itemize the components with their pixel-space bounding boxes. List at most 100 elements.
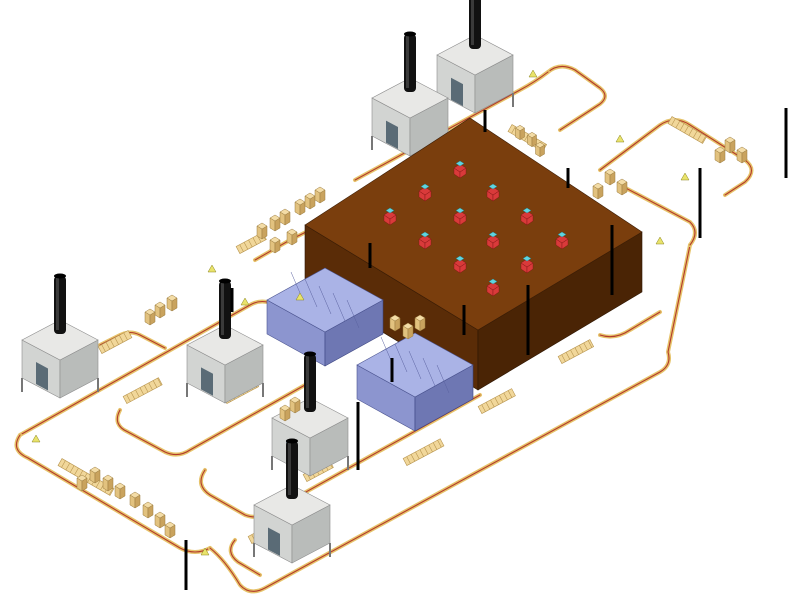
crate-icon-top-face: [269, 236, 281, 244]
curing-oven-2-panel-seam: [422, 357, 436, 387]
rooftop-unit-body-top-face: [383, 210, 397, 220]
part-rack-rung: [583, 342, 588, 351]
rooftop-unit-body-top-face: [520, 210, 534, 220]
crate-icon: [114, 482, 126, 500]
rooftop-unit-body-top-face: [486, 234, 500, 244]
caution-sign-icon: [615, 134, 625, 143]
rooftop-unit-body: [383, 210, 397, 226]
spray-booth-back-layer: [371, 0, 514, 157]
crate-icon: [724, 136, 736, 154]
part-rack-rung: [692, 130, 698, 139]
rooftop-unit-cap: [488, 231, 498, 238]
part-rack-rung: [679, 123, 685, 131]
spray-booth-3-door: [36, 362, 48, 391]
crate-icon-top-face: [142, 501, 154, 509]
crate-icon-top-face: [166, 294, 178, 302]
exhaust-stack-icon: [219, 278, 231, 339]
exhaust-stack-icon: [54, 273, 66, 334]
rooftop-unit-body: [418, 234, 432, 250]
curing-oven-2-panel-seam: [408, 350, 422, 380]
mezzanine-layer: [304, 117, 643, 391]
crate-icon: [714, 146, 726, 164]
crate-icon-top-face: [144, 308, 156, 316]
part-rack-rung: [406, 456, 411, 464]
part-rack-rung: [61, 460, 66, 468]
crate-icon-top-face: [164, 521, 176, 529]
part-rack-rung: [511, 126, 516, 134]
part-rack-rung: [490, 399, 495, 408]
curing-oven-2-panel-seam: [394, 343, 408, 373]
crate-icon: [402, 322, 414, 340]
rooftop-unit-body: [418, 186, 432, 202]
crate-icon: [154, 511, 166, 529]
exhaust-stack-icon: [286, 438, 298, 499]
part-rack-rung: [74, 467, 79, 476]
part-rack-rung: [437, 440, 442, 448]
caution-sign-icon: [31, 434, 41, 443]
part-rack-rung: [688, 128, 694, 136]
part-rack-rung: [148, 382, 153, 391]
exhaust-stack-icon: [304, 351, 316, 412]
crate-icon-top-face: [279, 208, 291, 216]
crate-icon: [279, 208, 291, 226]
part-rack-rung: [424, 447, 429, 455]
crate-icon-top-face: [535, 142, 545, 148]
part-rack-rung: [110, 339, 115, 348]
exhaust-stack-cap: [304, 351, 316, 357]
crate-icon-top-face: [724, 136, 736, 144]
crate-icon-top-face: [129, 491, 141, 499]
spray-booth-4-hood-top-face: [186, 324, 264, 366]
crate-icon: [289, 396, 301, 414]
part-rack-rung: [101, 344, 106, 352]
crate-icon: [314, 186, 326, 204]
rooftop-unit-cap: [557, 231, 567, 238]
crate-icon-top-face: [114, 482, 126, 490]
spray-booth-2-hood-top-face: [371, 77, 449, 119]
crate-icon-top-face: [616, 178, 628, 186]
part-rack-rung: [574, 347, 579, 355]
exhaust-stack-highlight: [406, 36, 409, 88]
conveyor-rail-track: [354, 71, 549, 181]
spray-booth-1: [436, 0, 514, 114]
conveyor-rail-outer: [598, 310, 662, 339]
curing-oven-1-panel-seam: [332, 292, 346, 322]
rooftop-unit-icon: [486, 278, 500, 297]
crate-icon: [527, 132, 537, 148]
crate-icon: [304, 192, 316, 210]
part-rack-rung: [570, 349, 575, 358]
rooftop-unit-body-top-face: [453, 258, 467, 268]
conveyor-rail-layer: [14, 64, 754, 594]
rooftop-unit-icon: [486, 183, 500, 202]
part-rack-rung: [252, 237, 257, 245]
exhaust-stack-body: [404, 34, 416, 92]
part-rack-frame: [557, 339, 595, 364]
part-rack-rung: [130, 392, 136, 400]
exhaust-stack-cap: [404, 31, 416, 37]
rooftop-unit-body: [453, 258, 467, 274]
part-rack-rung: [152, 380, 158, 388]
rooftop-unit-body: [520, 258, 534, 274]
rooftop-unit-cap: [455, 160, 465, 167]
crate-icon: [515, 125, 525, 141]
crate-icon-top-face: [402, 322, 414, 330]
spray-booth-2: [371, 31, 449, 157]
part-rack-rung: [671, 118, 676, 126]
crate-icon: [736, 146, 748, 164]
exhaust-stack-highlight: [221, 283, 224, 335]
rooftop-unit-cap: [522, 255, 532, 262]
part-rack: [557, 339, 595, 364]
part-rack-rung: [419, 449, 424, 457]
spray-booth-1-door: [451, 77, 463, 107]
caution-sign-icon: [680, 172, 690, 181]
rooftop-unit-icon: [486, 231, 500, 250]
crate-icon-top-face: [714, 146, 726, 154]
crate-icon-top-face: [314, 186, 326, 194]
crate-icon-top-face: [592, 182, 604, 190]
caution-sign-icon: [655, 236, 665, 245]
rooftop-unit-body-top-face: [453, 163, 467, 173]
crate-icon-top-face: [286, 228, 298, 236]
crate-icon: [616, 178, 628, 196]
rooftop-unit-icon: [418, 231, 432, 250]
part-rack-rung: [675, 120, 681, 129]
